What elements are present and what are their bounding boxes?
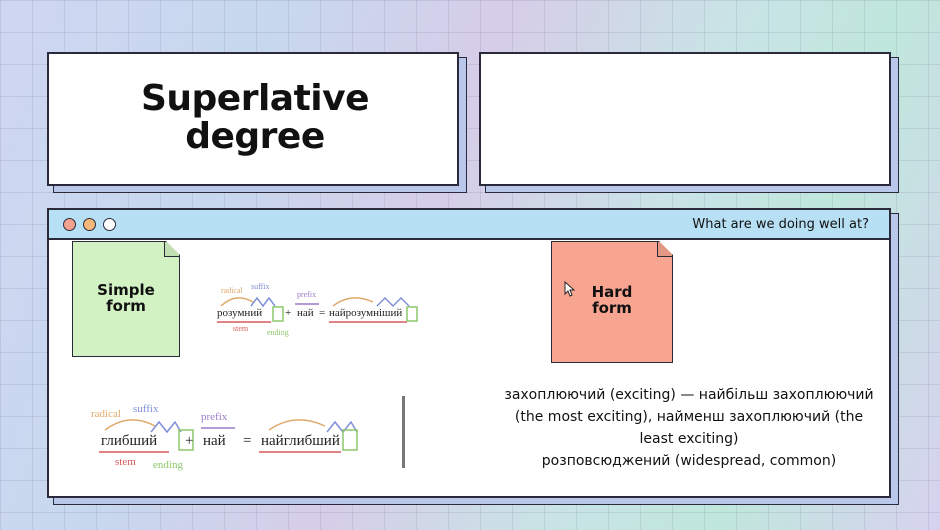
hard-form-line-1: Hard <box>591 283 633 301</box>
title-line-2: degree <box>185 116 325 157</box>
hard-form-line-2: form <box>592 299 632 317</box>
label-suffix-small: suffix <box>251 282 270 291</box>
examples-text: захоплюючий (exciting) — найбільш захопл… <box>481 384 897 472</box>
equals-sign-large: = <box>243 433 252 449</box>
label-prefix-large: prefix <box>201 411 228 423</box>
word-rozumnyi: розумний <box>217 307 263 319</box>
label-prefix-small: prefix <box>297 290 317 299</box>
label-stem-large: stem <box>115 456 136 468</box>
vertical-divider <box>402 396 405 468</box>
title-line-1: Superlative <box>140 78 370 119</box>
label-radical-small: radical <box>221 286 243 295</box>
formula-small: radical suffix prefix розумний + най = н… <box>211 282 421 340</box>
simple-form-note: Simple form <box>72 241 180 357</box>
result-naihlybshyi: найглибший <box>261 433 340 449</box>
close-dot-icon <box>63 218 76 231</box>
result-nairozumnishyi: найрозумніший <box>329 307 403 319</box>
equals-sign-small: = <box>319 307 326 319</box>
browser-window-card: What are we doing well at? Simple form r… <box>47 208 891 498</box>
slide-title: Superlative degree <box>49 80 461 156</box>
simple-form-line-1: Simple <box>97 281 155 299</box>
window-header-text: What are we doing well at? <box>692 217 869 232</box>
examples-line-2: (the most exciting), найменш захоплюючий… <box>514 409 864 425</box>
prefix-nai-large: най <box>203 433 226 449</box>
label-stem-small: stem <box>233 324 249 333</box>
label-suffix-large: suffix <box>133 403 159 415</box>
plus-sign-large: + <box>185 433 194 449</box>
mouse-pointer-icon <box>564 281 575 297</box>
blank-card <box>479 52 891 186</box>
simple-form-label: Simple form <box>73 282 179 314</box>
hard-form-label: Hard form <box>552 284 672 316</box>
label-ending-small: ending <box>267 328 289 337</box>
simple-form-line-2: form <box>106 297 146 315</box>
examples-line-3: least exciting) <box>639 431 739 447</box>
label-radical-large: radical <box>91 408 121 420</box>
label-ending-large: ending <box>153 459 183 471</box>
maximize-dot-icon <box>103 218 116 231</box>
hard-form-note: Hard form <box>551 241 673 363</box>
prefix-nai-small: най <box>297 307 314 319</box>
formula-large-arcs-icon <box>99 419 358 453</box>
plus-sign-small: + <box>285 307 292 319</box>
examples-line-1: захоплюючий (exciting) — найбільш захопл… <box>504 387 874 403</box>
window-titlebar: What are we doing well at? <box>49 210 889 240</box>
word-hlybshyi: глибший <box>101 433 158 449</box>
minimize-dot-icon <box>83 218 96 231</box>
examples-line-4: розповсюджений (widespread, common) <box>541 453 837 469</box>
title-card: Superlative degree <box>47 52 459 186</box>
formula-small-arcs-icon <box>217 296 418 323</box>
formula-large: radical suffix prefix глибший + най = на… <box>89 400 379 472</box>
